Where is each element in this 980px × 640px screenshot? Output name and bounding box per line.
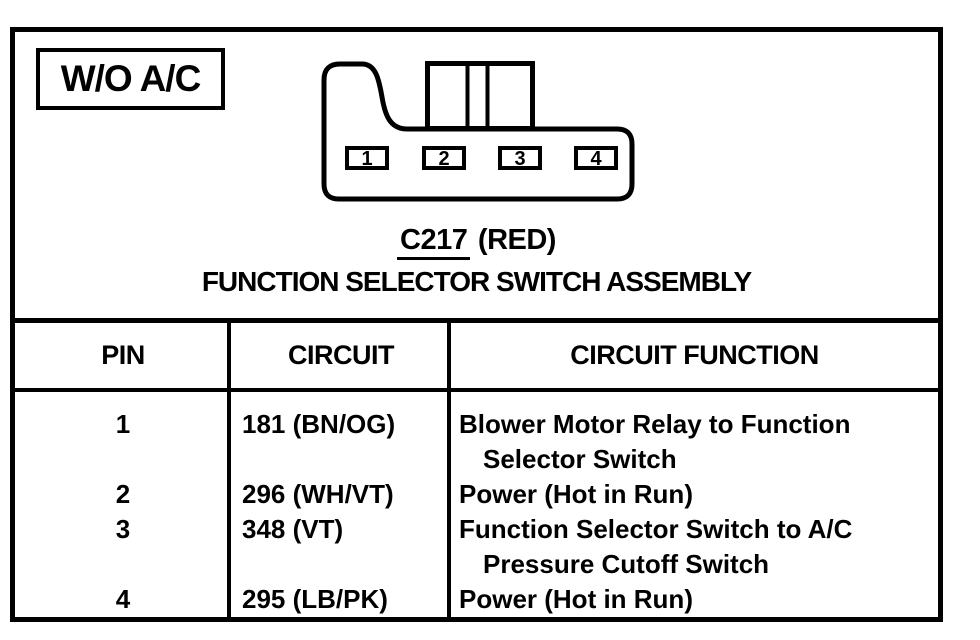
function-cell: Blower Motor Relay to Function Selector … [451, 407, 938, 477]
function-line: Function Selector Switch to A/C [459, 514, 853, 544]
circuit-cell: 295 (LB/PK) [242, 584, 388, 614]
pin-cell: 1 [115, 409, 131, 439]
pin-1-slot [345, 146, 389, 170]
table-row: 4 295 (LB/PK) Power (Hot in Run) [15, 582, 938, 617]
variant-label-box: W/O A/C [36, 48, 225, 110]
circuit-cell: 181 (BN/OG) [242, 409, 396, 439]
pin-3-label: 3 [514, 148, 525, 170]
pin-3-slot [498, 146, 542, 170]
pinout-table: PIN CIRCUIT CIRCUIT FUNCTION 1 181 (BN/O… [15, 318, 938, 617]
pin-2-slot [422, 146, 466, 170]
table-header-row: PIN CIRCUIT CIRCUIT FUNCTION [15, 323, 938, 388]
variant-label: W/O A/C [60, 58, 202, 99]
pin-2-label: 2 [438, 148, 449, 170]
connector-code: C217 [397, 224, 471, 260]
function-cell: Power (Hot in Run) [451, 582, 938, 617]
connector-latch-tab [425, 61, 535, 131]
header-circuit: CIRCUIT [288, 340, 395, 370]
connector-color-note: (RED) [477, 224, 557, 256]
table-row: 2 296 (WH/VT) Power (Hot in Run) [15, 477, 938, 512]
circuit-cell: 348 (VT) [242, 514, 344, 544]
pin-4-label: 4 [590, 148, 602, 170]
function-cell: Function Selector Switch to A/C Pressure… [451, 512, 938, 582]
pin-1-label: 1 [361, 148, 372, 170]
function-line: Blower Motor Relay to Function [459, 409, 851, 439]
table-body: 1 181 (BN/OG) Blower Motor Relay to Func… [15, 407, 938, 617]
pin-cell: 3 [115, 514, 131, 544]
pin-cell: 2 [115, 479, 131, 509]
table-row: 1 181 (BN/OG) Blower Motor Relay to Func… [15, 407, 938, 477]
connector-diagram: 1 2 3 4 [321, 61, 635, 202]
column-divider-1 [227, 323, 231, 617]
header-function: CIRCUIT FUNCTION [570, 340, 819, 370]
function-line: Pressure Cutoff Switch [483, 549, 770, 579]
table-row: 3 348 (VT) Function Selector Switch to A… [15, 512, 938, 582]
header-divider [15, 388, 938, 392]
function-cell: Power (Hot in Run) [451, 477, 938, 512]
header-pin: PIN [101, 340, 145, 370]
figure-frame: W/O A/C 1 2 3 4 C217 (RED) FUNCTION SELE… [10, 27, 943, 622]
function-line: Selector Switch [483, 444, 677, 474]
pin-4-slot [574, 146, 618, 170]
function-line: Power (Hot in Run) [459, 479, 693, 509]
function-line: Power (Hot in Run) [459, 584, 693, 614]
column-divider-2 [447, 323, 451, 617]
connector-caption: C217 (RED) [15, 224, 938, 260]
circuit-cell: 296 (WH/VT) [242, 479, 394, 509]
connector-body [321, 61, 635, 202]
pin-cell: 4 [115, 584, 131, 614]
assembly-title: FUNCTION SELECTOR SWITCH ASSEMBLY [201, 266, 752, 297]
